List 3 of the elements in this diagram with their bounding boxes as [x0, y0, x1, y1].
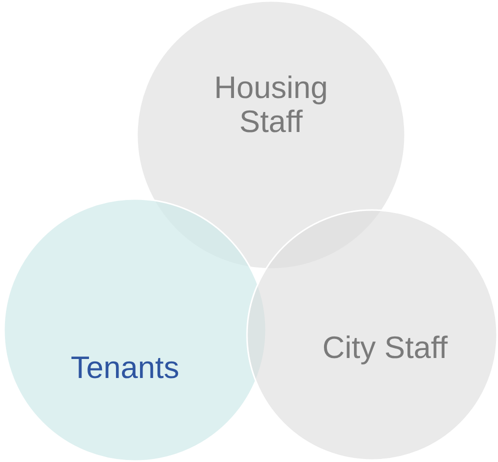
set-label: City Staff	[321, 331, 449, 365]
set-label: Housing Staff	[213, 71, 329, 139]
set-label: Tenants	[70, 351, 180, 385]
